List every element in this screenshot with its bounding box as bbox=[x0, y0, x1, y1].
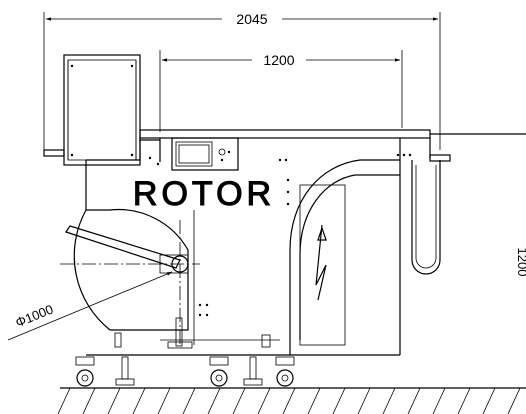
top-deck bbox=[86, 129, 526, 162]
control-panel bbox=[171, 137, 239, 171]
floor-hatch bbox=[57, 387, 526, 414]
caster-wheels bbox=[75, 356, 295, 387]
leveling-feet bbox=[115, 356, 263, 386]
dimension-label-height: 1200 bbox=[515, 248, 526, 277]
dimension-height: 1200 bbox=[515, 248, 526, 277]
rotor-logo: ROTOR bbox=[133, 175, 275, 213]
frame-details bbox=[114, 210, 280, 349]
caster-wheel-2 bbox=[209, 356, 229, 387]
dimension-inner-width: 1200 bbox=[159, 50, 403, 132]
electrical-hazard-symbol bbox=[315, 224, 327, 301]
caster-wheel-1 bbox=[75, 356, 95, 387]
dimension-label-1200: 1200 bbox=[263, 52, 294, 68]
dimension-label-2045: 2045 bbox=[236, 11, 267, 27]
caster-wheel-3 bbox=[275, 356, 295, 387]
control-cabinet bbox=[43, 54, 160, 166]
film-roll-drum bbox=[60, 208, 200, 345]
dimension-overall-width: 2045 bbox=[43, 11, 441, 155]
dimension-label-diameter: Φ1000 bbox=[13, 302, 55, 331]
side-tray bbox=[411, 160, 441, 275]
tension-arm bbox=[65, 225, 181, 269]
machine-body bbox=[85, 156, 401, 356]
